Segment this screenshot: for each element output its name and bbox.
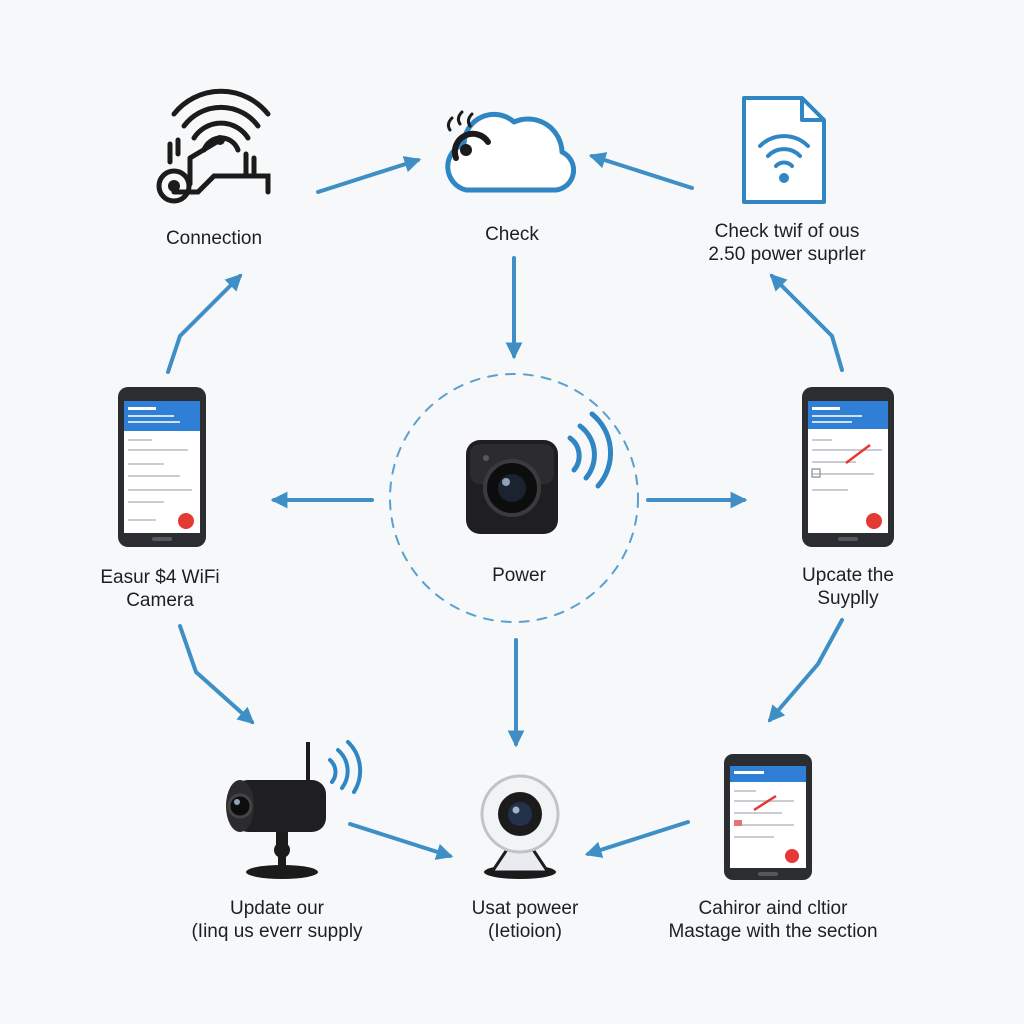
label-update-supply: Update our (Iinq us everr supply <box>191 897 362 943</box>
label-check-power: Check twif of ous 2.50 power suprler <box>708 220 865 266</box>
smartphone-app-icon <box>724 754 812 880</box>
arrow-message-to-webcam <box>584 820 690 858</box>
document-wifi-icon <box>742 96 826 204</box>
cloud-icon <box>445 110 576 193</box>
label-line: Easur $4 WiFi <box>100 567 220 588</box>
label-usat-power: Usat poweer (Ietioion) <box>472 897 579 943</box>
label-line: Camera <box>126 590 194 611</box>
label-check: Check <box>485 223 539 246</box>
arrow-left-phone-to-connection <box>166 273 243 374</box>
label-line: Update our <box>229 898 325 919</box>
power-dashed-ring <box>389 373 639 623</box>
label-line: 2.50 power suprler <box>708 244 866 265</box>
label-right-phone: Upcate the Suyplly <box>802 564 894 610</box>
label-line: Cahiror aind cltior <box>698 898 848 919</box>
arrow-right-phone-to-document <box>769 273 844 372</box>
smartphone-app-icon <box>802 387 894 547</box>
wifi-router-icon <box>156 88 271 204</box>
outdoor-camera-icon <box>226 740 363 879</box>
label-power: Power <box>492 564 546 587</box>
label-line: Power <box>492 565 546 586</box>
label-line: (Ietioion) <box>488 921 562 942</box>
label-line: Upcate the <box>802 565 894 586</box>
arrow-document-to-check <box>588 152 694 190</box>
label-line: Check twif of ous <box>714 221 860 242</box>
arrow-connection-to-check <box>316 156 422 194</box>
label-connection: Connection <box>166 227 262 250</box>
label-line: Check <box>485 224 539 245</box>
label-line: Suyplly <box>817 588 879 609</box>
label-left-phone: Easur $4 WiFi Camera <box>100 566 219 612</box>
arrow-left-phone-to-outdoor-camera <box>178 624 255 725</box>
label-message: Cahiror aind cltior Mastage with the sec… <box>668 897 877 943</box>
label-line: Mastage with the section <box>668 921 878 942</box>
smartphone-app-icon <box>118 387 206 547</box>
arrow-outdoor-camera-to-webcam <box>348 822 454 860</box>
label-line: (Iinq us everr supply <box>191 921 363 942</box>
label-line: Usat poweer <box>471 898 579 919</box>
camera-cube-icon <box>466 411 614 534</box>
label-line: Connection <box>165 228 263 249</box>
webcam-icon <box>480 774 560 879</box>
arrow-right-phone-to-message <box>767 618 844 723</box>
